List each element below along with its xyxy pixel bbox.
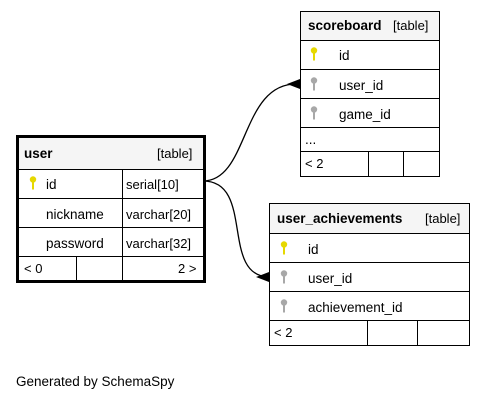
scoreboard-table[interactable]: scoreboard [table] id user_id game_id ..… — [300, 11, 440, 177]
table-footer: < 2 — [270, 320, 469, 345]
divider — [417, 321, 418, 345]
divider — [122, 170, 123, 199]
column-row[interactable]: id serial[10] — [19, 169, 203, 199]
relationship-user-to-scoreboard — [202, 83, 301, 182]
divider — [368, 152, 369, 176]
table-name: user_achievements — [277, 211, 403, 226]
table-footer: < 0 2 > — [19, 256, 203, 280]
primary-key-icon — [29, 176, 37, 190]
column-name: game_id — [339, 107, 391, 122]
user-achievements-table[interactable]: user_achievements [table] id user_id ach… — [269, 203, 470, 346]
divider — [122, 228, 123, 257]
divider — [122, 257, 123, 280]
parent-count: < 0 — [24, 261, 43, 276]
column-row[interactable]: user_id — [270, 262, 469, 292]
column-name: password — [46, 236, 104, 251]
column-name: id — [46, 177, 57, 192]
foreign-key-icon — [310, 106, 318, 120]
divider — [122, 199, 123, 228]
crowfoot-scoreboard-icon — [287, 79, 300, 89]
column-row[interactable]: user_id — [301, 69, 439, 99]
more-columns-ellipsis: ... — [305, 132, 317, 147]
table-tag: [table] — [157, 146, 193, 161]
column-name: id — [339, 48, 350, 63]
column-row[interactable]: nickname varchar[20] — [19, 198, 203, 228]
generated-by-label: Generated by SchemaSpy — [16, 374, 175, 389]
table-name: scoreboard — [308, 18, 382, 33]
table-tag: [table] — [393, 18, 429, 33]
column-type: varchar[32] — [126, 236, 192, 251]
foreign-key-icon — [310, 77, 318, 91]
divider — [367, 321, 368, 345]
table-name: user — [24, 146, 53, 161]
column-type: varchar[20] — [126, 207, 192, 222]
column-row[interactable]: id — [301, 40, 439, 70]
ellipsis-row: ... — [301, 127, 439, 152]
table-footer: < 2 — [301, 151, 439, 176]
column-name: id — [308, 242, 319, 257]
column-name: user_id — [308, 271, 353, 286]
divider — [76, 257, 77, 280]
relationship-user-to-user-achievements — [202, 180, 270, 278]
column-name: nickname — [46, 207, 104, 222]
parent-count: < 2 — [274, 325, 293, 340]
crowfoot-user-achievements-icon — [256, 272, 269, 282]
foreign-key-icon — [280, 270, 288, 284]
primary-key-icon — [280, 241, 288, 255]
child-count: 2 > — [178, 261, 197, 276]
column-row[interactable]: id — [270, 233, 469, 263]
user-table[interactable]: user [table] id serial[10] nickname varc… — [16, 135, 206, 283]
foreign-key-icon — [280, 299, 288, 313]
table-tag: [table] — [425, 211, 461, 226]
column-name: achievement_id — [308, 300, 403, 315]
divider — [403, 152, 404, 176]
table-header: user_achievements [table] — [270, 204, 469, 233]
table-header: scoreboard [table] — [301, 12, 439, 40]
table-header: user [table] — [19, 138, 203, 169]
column-row[interactable]: game_id — [301, 98, 439, 128]
primary-key-icon — [310, 47, 318, 61]
parent-count: < 2 — [305, 156, 324, 171]
column-row[interactable]: achievement_id — [270, 291, 469, 321]
column-row[interactable]: password varchar[32] — [19, 227, 203, 257]
column-name: user_id — [339, 78, 384, 93]
column-type: serial[10] — [126, 177, 179, 192]
